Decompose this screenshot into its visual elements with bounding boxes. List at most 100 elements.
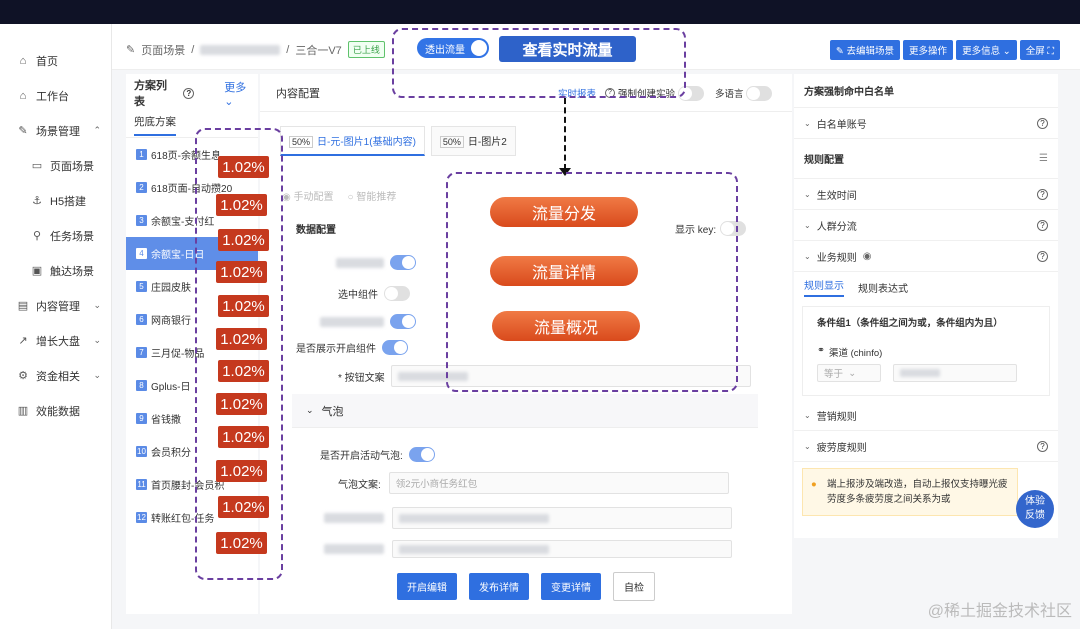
more-ops-button[interactable]: 更多操作 — [903, 40, 954, 60]
scheme-item[interactable]: 5 庄园皮肤 — [126, 270, 258, 303]
scheme-item[interactable]: 8 Gplus-日 — [126, 369, 258, 402]
flow-dispatch-button[interactable]: 流量分发 — [490, 197, 638, 227]
select-component-toggle[interactable] — [384, 286, 410, 301]
scheme-label: Gplus-日 — [151, 382, 191, 393]
self-check-button[interactable]: 自检 — [613, 571, 655, 601]
reach-icon: ▣ — [31, 265, 43, 277]
sidebar-item-content[interactable]: ▤内容管理⌄ — [17, 300, 101, 313]
bubble-toggle[interactable] — [408, 447, 435, 462]
fullscreen-button[interactable]: 全屏 ⛶ — [1019, 40, 1060, 60]
feedback-button[interactable]: 体验反馈 — [1016, 490, 1054, 528]
annotation-box-mid — [446, 172, 738, 392]
show-open-toggle[interactable] — [382, 340, 408, 355]
change-detail-button[interactable]: 变更详情 — [541, 572, 601, 600]
page-header: ✎ 页面场景 / / 三合一V7 已上线 ✎ 去编辑场景 更多操作 更多信息 ⌄… — [112, 24, 1080, 70]
traffic-percent-badge: 1.02% — [218, 295, 269, 317]
scheme-item[interactable]: 7 三月促-物品 — [126, 336, 258, 369]
sidebar-item-reach[interactable]: ▣触达场景 — [31, 265, 94, 278]
scheme-label: 三月促-物品 — [151, 349, 205, 360]
expose-traffic-toggle[interactable]: 透出流量 — [417, 38, 489, 58]
scheme-number: 4 — [136, 248, 147, 259]
help-icon: ? — [1037, 188, 1048, 200]
sidebar-item-fund[interactable]: ⚙资金相关⌄ — [0, 358, 111, 393]
show-key-toggle[interactable] — [720, 221, 747, 236]
scheme-number: 5 — [136, 281, 147, 292]
scheme-number: 12 — [136, 512, 147, 523]
more-dropdown[interactable]: 更多 ⌄ — [224, 81, 247, 108]
blurred-text — [399, 513, 549, 523]
scheme-item[interactable]: 1 618页-余额生息 — [126, 138, 258, 171]
channel-value-input[interactable] — [893, 364, 1017, 382]
flow-detail-button[interactable]: 流量详情 — [490, 256, 638, 286]
blurred-text — [320, 316, 384, 327]
crowd-split-row[interactable]: ⌄人群分流? — [794, 210, 1058, 241]
scheme-number: 7 — [136, 347, 147, 358]
sidebar-item-scene[interactable]: ✎场景管理⌃ — [0, 113, 111, 148]
sidebar-item-home[interactable]: ⌂首页 — [0, 43, 111, 78]
bubble-text-input[interactable]: 领2元小商任务红包 — [388, 472, 729, 494]
bubble-section-header[interactable]: ⌄气泡 — [292, 394, 758, 428]
publish-detail-button[interactable]: 发布详情 — [469, 572, 529, 600]
scheme-number: 9 — [136, 413, 147, 424]
tab-image2[interactable]: 50%日-图片2 — [430, 126, 516, 156]
scheme-label: 庄园皮肤 — [151, 283, 191, 294]
flow-overview-button[interactable]: 流量概况 — [492, 311, 640, 341]
list-icon[interactable]: ☰ — [1039, 153, 1048, 164]
whitelist-account-row[interactable]: ⌄白名单账号? — [794, 108, 1058, 139]
operator-select[interactable]: 等于 ⌄ — [817, 364, 881, 382]
chevron-down-icon: ⌄ — [93, 300, 101, 310]
config-toggle-3[interactable] — [390, 314, 416, 329]
view-realtime-traffic-button[interactable]: 查看实时流量 — [499, 36, 636, 62]
sidebar-item-task[interactable]: ⚲任务场景 — [0, 218, 111, 253]
config-toggle-1[interactable] — [390, 255, 416, 270]
top-bar — [0, 0, 1080, 24]
more-info-button[interactable]: 更多信息 ⌄ — [956, 40, 1017, 60]
marketing-rule-row[interactable]: ⌄营销规则 — [794, 400, 1058, 431]
scheme-label: 会员积分 — [151, 448, 191, 459]
channel-icon: ⚭ — [817, 345, 825, 356]
traffic-percent-badge: 1.02% — [216, 393, 267, 415]
tab-fallback-scheme[interactable]: 兜底方案 — [134, 114, 176, 136]
smart-recommend-radio[interactable]: ○ 智能推荐 — [347, 192, 397, 203]
sidebar-item-h5[interactable]: ⚓H5搭建 — [0, 183, 111, 218]
fatigue-rule-row[interactable]: ⌄疲劳度规则? — [794, 431, 1058, 462]
eye-icon[interactable]: ◉ — [862, 250, 872, 262]
tab-rule-display[interactable]: 规则显示 — [804, 277, 844, 297]
h5-icon: ⚓ — [32, 195, 42, 207]
scheme-label: 618页-余额生息 — [151, 151, 222, 162]
sidebar-item-page-scene[interactable]: ▭页面场景 — [31, 160, 94, 173]
warning-icon: ● — [811, 479, 817, 490]
breadcrumb-page-scene[interactable]: 页面场景 — [141, 44, 186, 57]
annotation-box-left — [195, 128, 283, 580]
tab-image1[interactable]: 50%日-元-图片1(基础内容) — [280, 126, 425, 156]
biz-rule-row[interactable]: ⌄业务规则◉? — [794, 241, 1058, 272]
sidebar-item-growth[interactable]: ↗增长大盘⌄ — [0, 323, 111, 358]
button-text-input[interactable] — [390, 365, 751, 387]
sidebar-item-data[interactable]: ▥效能数据 — [17, 405, 80, 418]
manual-config-radio[interactable]: ◉ 手动配置 — [282, 192, 334, 203]
chevron-down-icon: ⌄ — [804, 410, 811, 420]
multi-language-toggle[interactable] — [746, 86, 772, 101]
sidebar-item-workbench[interactable]: ⌂工作台 — [0, 78, 111, 113]
scheme-number: 8 — [136, 380, 147, 391]
edit-scene-button[interactable]: ✎ 去编辑场景 — [829, 40, 901, 60]
tab-rule-expression[interactable]: 规则表达式 — [858, 283, 908, 295]
scheme-number: 1 — [136, 149, 147, 160]
bubble-field-input-3[interactable] — [392, 540, 732, 558]
sidebar: ⌂首页 ⌂工作台 ✎场景管理⌃ ▭页面场景 ⚓H5搭建 ⚲任务场景 ▣触达场景 … — [0, 24, 112, 629]
realtime-report-link[interactable]: 实时报表 — [558, 88, 597, 100]
start-edit-button[interactable]: 开启编辑 — [397, 572, 457, 600]
task-icon: ⚲ — [32, 230, 42, 242]
chevron-down-icon: ⌄ — [804, 220, 811, 230]
scheme-list-title: 方案列表 — [134, 80, 167, 108]
effective-time-row[interactable]: ⌄生效时间? — [794, 179, 1058, 210]
bubble-field-input-2[interactable] — [392, 507, 732, 529]
traffic-percent-badge: 1.02% — [216, 261, 267, 283]
